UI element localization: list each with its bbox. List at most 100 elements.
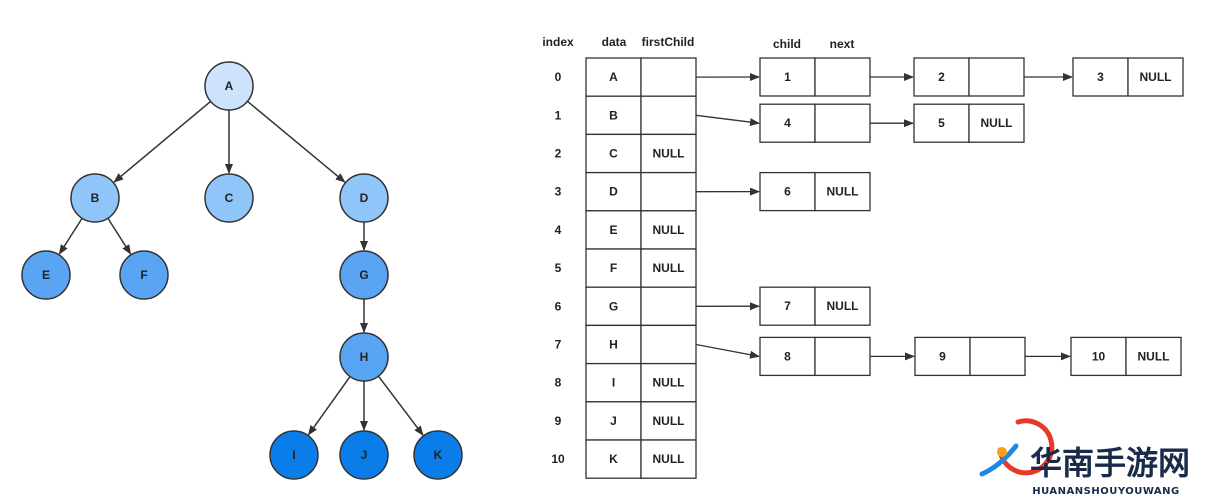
first-child-cell	[640, 171, 697, 212]
tree-node-circle	[21, 250, 71, 300]
child-value: 7	[784, 299, 791, 313]
first-child-cell	[640, 95, 697, 136]
row-index: 0	[555, 70, 562, 84]
list-node: 8	[759, 336, 871, 377]
tree-node-circle	[119, 250, 169, 300]
first-child-cell	[640, 286, 697, 327]
data-cell-value: G	[609, 299, 618, 313]
tree-node-k: K	[413, 430, 463, 480]
data-cell	[585, 439, 642, 479]
child-cell	[759, 286, 816, 326]
tree-node-label: C	[225, 191, 234, 205]
list-node: 6 NULL	[759, 171, 871, 212]
child-cell	[759, 57, 816, 97]
child-value: 6	[784, 185, 791, 199]
child-value: 5	[938, 116, 945, 130]
next-value: NULL	[1138, 349, 1170, 363]
tree-node-g: G	[339, 250, 389, 300]
first-child-value: NULL	[653, 223, 685, 237]
first-child-cell	[640, 439, 697, 479]
row-index: 1	[555, 108, 562, 122]
data-cell-value: A	[609, 70, 618, 84]
data-cell	[585, 171, 642, 212]
first-child-value: NULL	[653, 376, 685, 390]
data-cell	[585, 286, 642, 327]
first-child-cell	[640, 248, 697, 288]
tree-node-label: K	[434, 448, 443, 462]
first-child-cell	[640, 133, 697, 174]
data-cell-value: K	[609, 452, 618, 466]
data-cell	[585, 133, 642, 174]
linked-list-row-3: 6 NULL	[695, 171, 871, 212]
tree-node-circle	[70, 173, 120, 223]
tree-node-label: J	[361, 448, 368, 462]
next-cell	[814, 336, 871, 377]
next-value: NULL	[827, 185, 859, 199]
tree-node-b: B	[70, 173, 120, 223]
tree-node-circle	[339, 250, 389, 300]
child-value: 2	[938, 70, 945, 84]
child-cell	[759, 171, 816, 212]
data-header: data	[602, 35, 627, 49]
index-header: index	[542, 35, 574, 49]
row-index: 7	[555, 338, 562, 352]
row-index: 2	[555, 147, 562, 161]
tree-node-circle	[204, 61, 254, 111]
tree-node-label: G	[359, 268, 368, 282]
tree-node-e: E	[21, 250, 71, 300]
data-cell	[585, 401, 642, 441]
tree-node-label: B	[91, 191, 100, 205]
data-cell	[585, 324, 642, 365]
child-cell	[914, 336, 971, 377]
tree-node-circle	[413, 430, 463, 480]
tree-edge-h-i	[307, 376, 351, 436]
data-cell-value: E	[609, 223, 617, 237]
child-value: 1	[784, 70, 791, 84]
data-cell-value: F	[610, 261, 617, 275]
child-cell	[759, 336, 816, 377]
first-child-cell	[640, 401, 697, 441]
data-cell-value: C	[609, 147, 618, 161]
next-cell	[814, 286, 871, 326]
data-cell-value: J	[610, 414, 617, 428]
tree-edge-h-k	[377, 375, 424, 436]
tree-node-label: E	[42, 268, 50, 282]
list-node: 1	[759, 57, 871, 97]
watermark-logo: 华南手游网 HUANANSHOUYOUWANG	[979, 418, 1190, 497]
watermark-subtitle: HUANANSHOUYOUWANG	[1032, 486, 1180, 497]
tree-edge-a-b	[113, 100, 212, 183]
row-index: 10	[551, 452, 565, 466]
next-cell	[814, 171, 871, 212]
data-cell	[585, 248, 642, 288]
brand-icon	[979, 418, 1055, 477]
child-cell	[913, 103, 970, 143]
tree-node-circle	[204, 173, 254, 223]
tree-node-label: D	[360, 191, 369, 205]
tree-node-a: A	[204, 61, 254, 111]
tree-node-f: F	[119, 250, 169, 300]
first-child-pointer	[695, 114, 760, 127]
row-index: 8	[555, 376, 562, 390]
child-cell	[759, 103, 816, 143]
tree-node-circle	[339, 430, 389, 480]
next-cell	[814, 57, 871, 97]
tree-node-h: H	[339, 332, 389, 382]
next-cell	[968, 103, 1025, 143]
next-value: NULL	[1140, 70, 1172, 84]
data-cell-value: D	[609, 185, 618, 199]
